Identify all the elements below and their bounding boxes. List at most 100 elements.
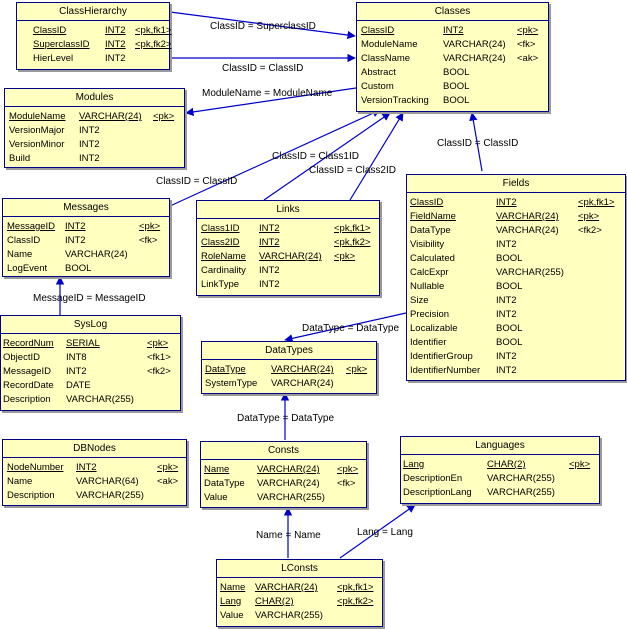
attribute-name: ClassID (33, 25, 67, 36)
attribute-type: INT2 (79, 139, 100, 150)
attribute-key: <ak> (517, 53, 539, 64)
attribute-name: DataType (205, 364, 246, 375)
attribute-name: MessageID (7, 221, 56, 232)
attribute-type: INT2 (105, 25, 126, 36)
attribute-type: VARCHAR(24) (271, 364, 334, 375)
label-fields-class: ClassID = ClassID (437, 138, 518, 149)
label-syslog-message: MessageID = MessageID (33, 293, 146, 304)
attribute-key: <pk,fk1> (334, 223, 371, 234)
attribute-key: <pk> (337, 464, 359, 475)
attribute-type: INT2 (443, 25, 464, 36)
label-classhier-class: ClassID = ClassID (222, 63, 303, 74)
attribute-name: FieldName (410, 211, 456, 222)
attribute-type: VARCHAR(24) (257, 464, 320, 475)
attribute-row: Name VARCHAR(24) (3, 248, 169, 262)
attribute-key: <pk> (517, 25, 539, 36)
attribute-type: INT2 (496, 309, 517, 320)
entity-title: Messages (3, 199, 169, 217)
attribute-name: Name (7, 249, 33, 260)
attribute-key: <pk> (334, 251, 356, 262)
attribute-name: ClassName (361, 53, 411, 64)
attribute-type: INT2 (65, 235, 86, 246)
attribute-type: INT2 (496, 351, 517, 362)
attribute-name: IdentifierNumber (410, 365, 481, 376)
entity-title: Modules (5, 89, 184, 107)
attribute-name: RecordNum (3, 338, 54, 349)
attribute-type: INT2 (66, 366, 87, 377)
attribute-name: ModuleName (361, 39, 418, 50)
attribute-name: VersionMinor (9, 139, 65, 150)
attribute-type: VARCHAR(24) (443, 53, 506, 64)
attribute-type: BOOL (443, 95, 470, 106)
attribute-name: ObjectID (3, 352, 40, 363)
label-links-class2: ClassID = Class2ID (309, 165, 396, 176)
attribute-type: BOOL (496, 253, 523, 264)
attribute-key: <pk> (569, 459, 591, 470)
line-fields-classes (469, 112, 483, 172)
entity-title: Languages (401, 437, 599, 455)
attribute-type: BOOL (496, 323, 523, 334)
attribute-name: Localizable (410, 323, 458, 334)
attribute-type: INT2 (105, 53, 126, 64)
label-links-class1: ClassID = Class1ID (272, 151, 359, 162)
label-messages-class: ClassID = ClassID (156, 176, 237, 187)
attribute-type: INT2 (259, 223, 280, 234)
attribute-type: BOOL (443, 67, 470, 78)
attribute-name: Abstract (361, 67, 396, 78)
attribute-name: ClassID (361, 25, 395, 36)
attribute-name: RecordDate (3, 380, 54, 391)
attribute-type: VARCHAR(255) (66, 394, 134, 405)
attribute-type: BOOL (496, 337, 523, 348)
attribute-type: VARCHAR(255) (487, 487, 555, 498)
attribute-type: VARCHAR(24) (271, 378, 334, 389)
label-modules: ModuleName = ModuleName (202, 88, 333, 99)
line-links-class2 (349, 112, 404, 201)
entity-title: ClassHierarchy (17, 3, 169, 21)
attribute-type: SERIAL (66, 338, 100, 349)
attribute-key: <pk,fk2> (334, 237, 371, 248)
attribute-name: Custom (361, 81, 394, 92)
attribute-type: VARCHAR(24) (65, 249, 128, 260)
attribute-name: NodeNumber (7, 462, 64, 473)
attribute-name: Name (204, 464, 230, 475)
entity-title: Fields (407, 175, 625, 193)
attribute-name: VersionTracking (361, 95, 429, 106)
entity-title: DBNodes (3, 440, 186, 458)
attribute-key: <fk2> (147, 366, 171, 377)
line-links-class1 (263, 112, 391, 201)
attribute-type: BOOL (496, 281, 523, 292)
attribute-key: <pk> (157, 462, 179, 473)
attribute-name: DataType (410, 225, 451, 236)
